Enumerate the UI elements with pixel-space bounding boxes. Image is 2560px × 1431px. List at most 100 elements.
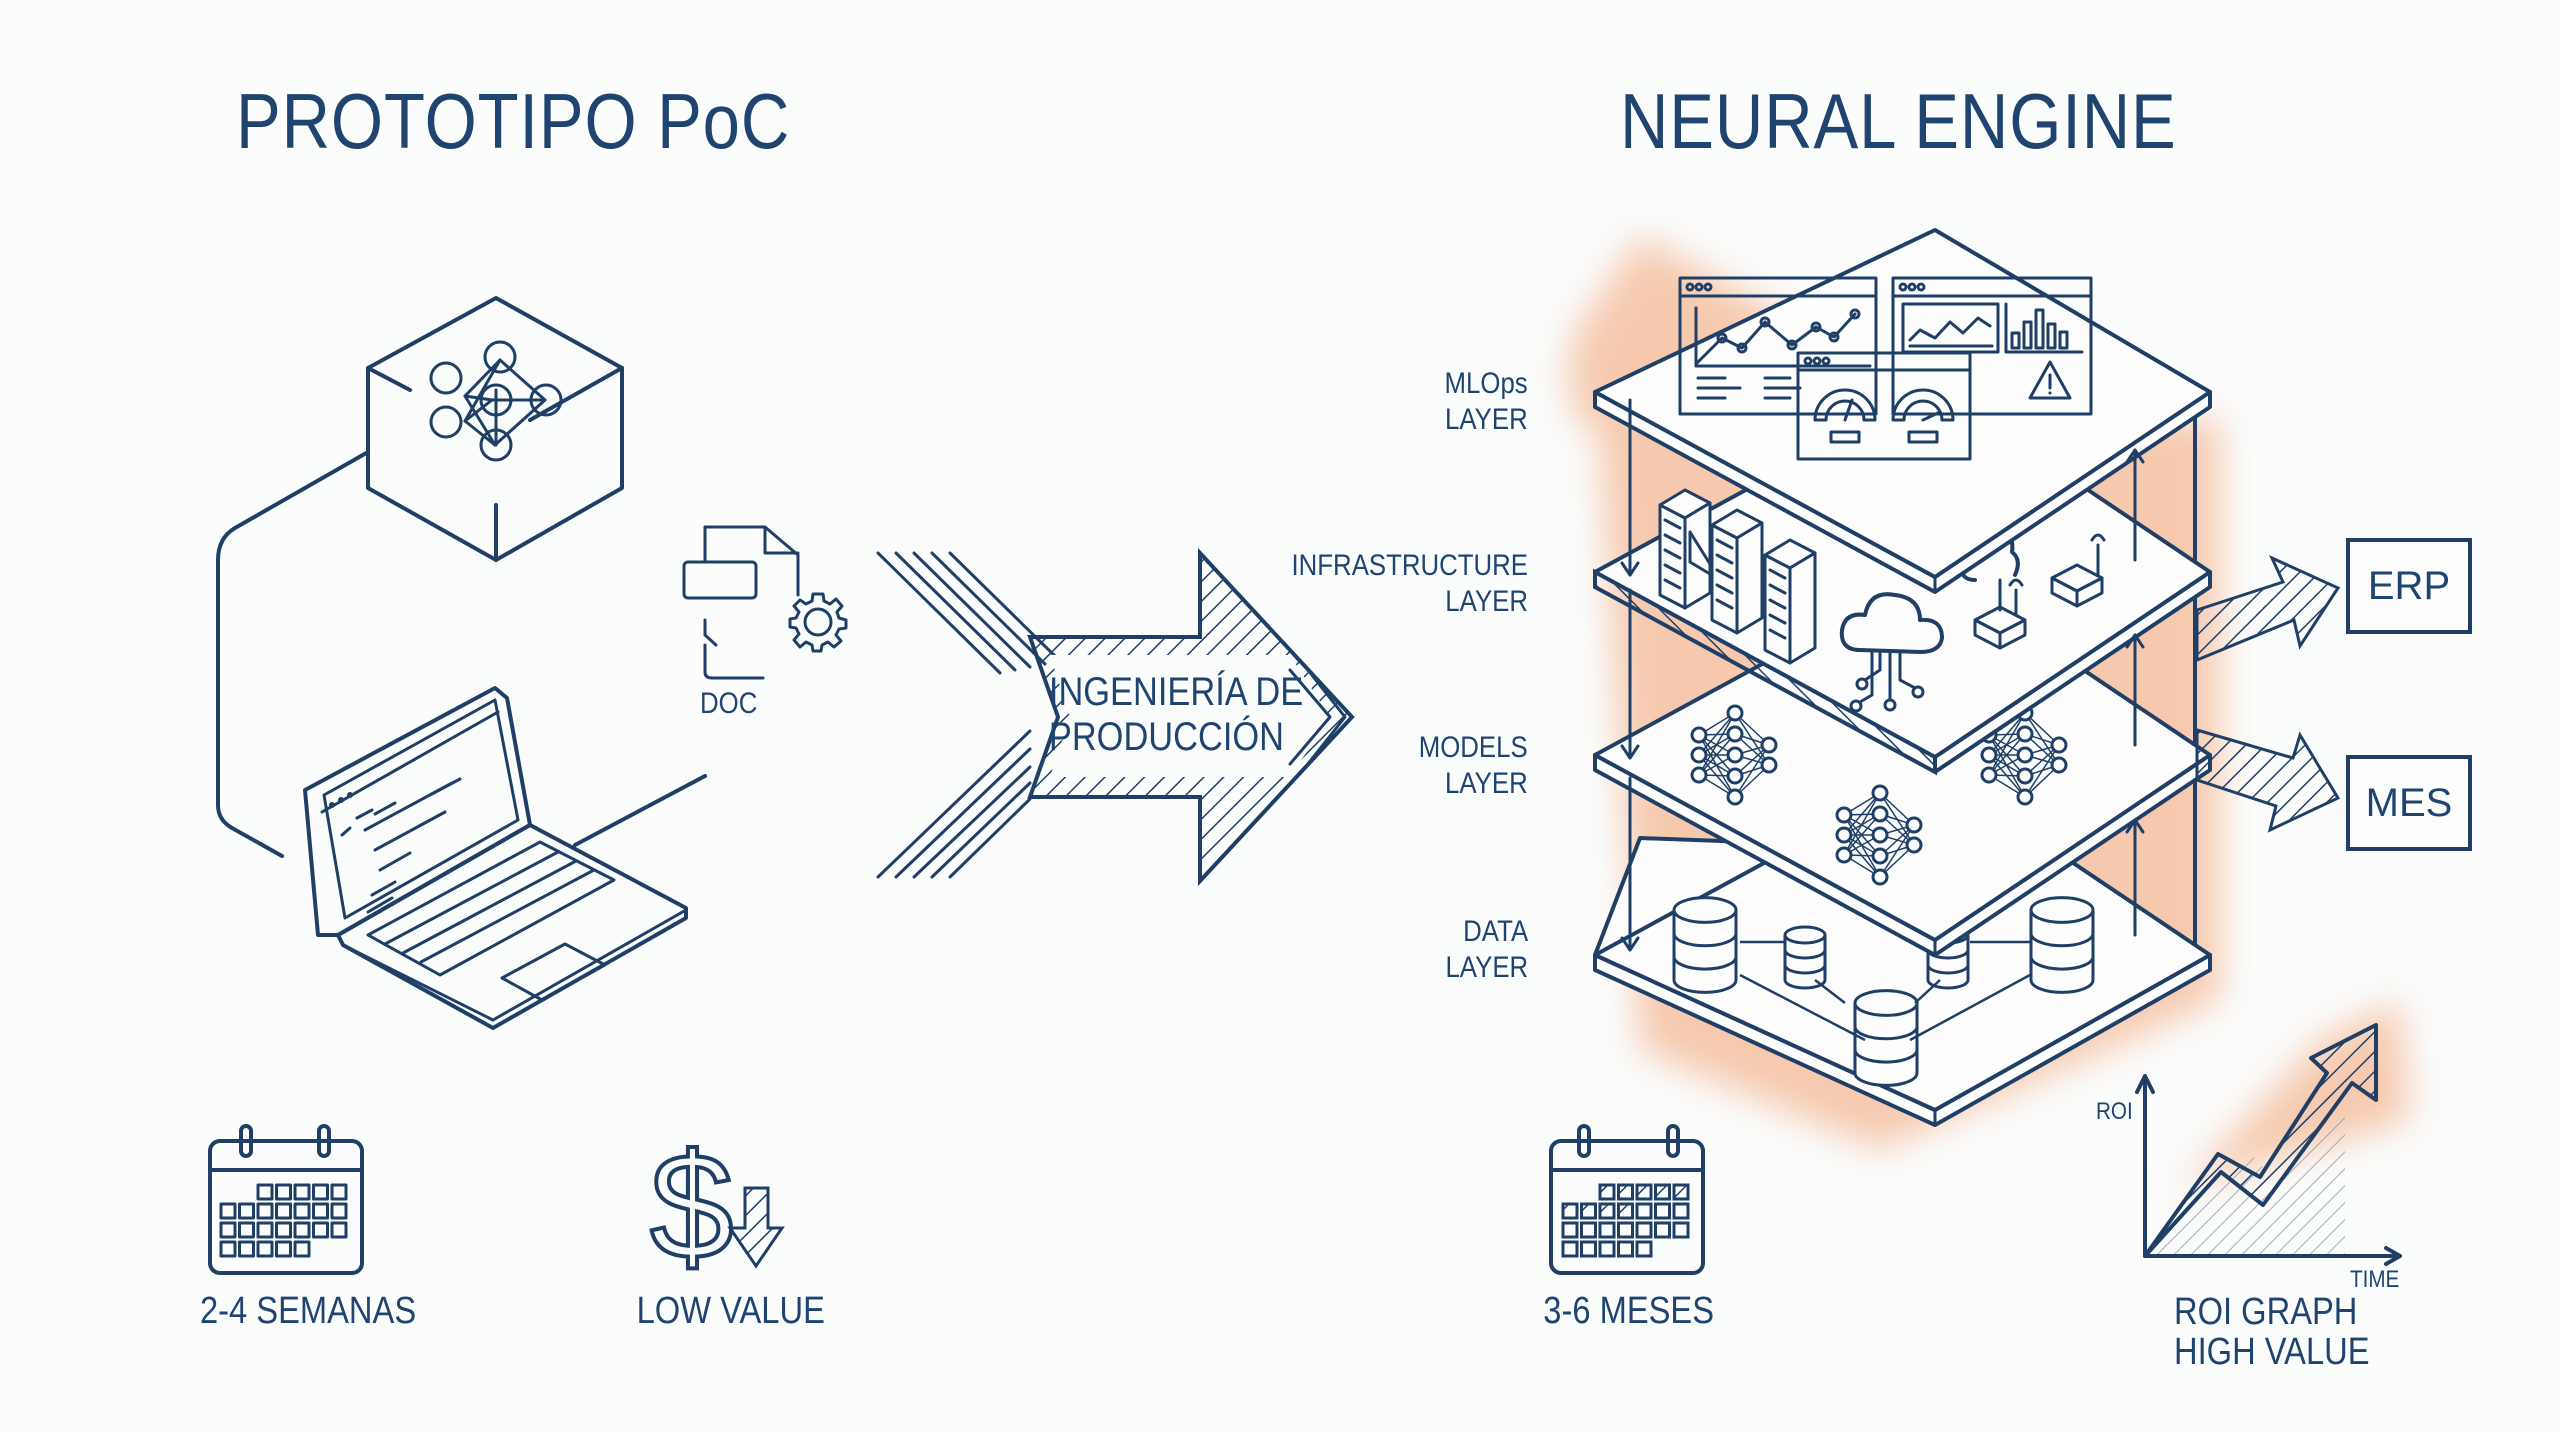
layer-label-line: DATA: [1463, 915, 1528, 948]
calendar-day: [1672, 1202, 1690, 1220]
calendar-day: [238, 1202, 255, 1220]
monitoring-dashboards: [1678, 276, 2093, 461]
neuron-node: [1726, 704, 1744, 722]
calendar-icon-short: [208, 1124, 364, 1275]
layer-label-line: LAYER: [1445, 403, 1528, 436]
calendar-day: [275, 1202, 292, 1220]
calendar-day: [1580, 1221, 1597, 1239]
calendar-day: [293, 1240, 311, 1258]
calendar-day: [330, 1202, 348, 1220]
poc-duration-label: 2-4 SEMANAS: [200, 1290, 417, 1332]
neuron-node: [1905, 816, 1923, 834]
roi-chart-icon: [2135, 1023, 2402, 1266]
calendar-day: [330, 1183, 348, 1201]
calendar-day: [256, 1202, 274, 1220]
neuron-node: [1905, 836, 1923, 854]
neuron-node: [2016, 746, 2034, 764]
neuron-node: [1871, 784, 1889, 802]
dollar-down-icon: $: [648, 1120, 785, 1292]
calendar-day: [219, 1202, 237, 1220]
roi-caption-line1: ROI GRAPH: [2174, 1291, 2358, 1333]
calendar-day: [219, 1221, 237, 1239]
flow-arrows: [1620, 398, 2145, 952]
roi-axis-label: ROI: [2096, 1098, 2133, 1125]
neural-network-models: [1690, 704, 2068, 886]
layer-label-line: INFRASTRUCTURE: [1291, 549, 1529, 582]
calendar-day: [293, 1221, 311, 1239]
poc-value-label: LOW VALUE: [636, 1290, 825, 1332]
neuron-node: [1871, 826, 1889, 844]
database-icon: [2029, 910, 2095, 994]
calendar-day: [1561, 1221, 1579, 1239]
neuron-node: [1726, 746, 1744, 764]
neuron-node: [1760, 736, 1778, 754]
database-icon: [1672, 910, 1738, 994]
calendar-day: [293, 1202, 311, 1220]
neuron-node: [1980, 746, 1998, 764]
layer-label-mlops: MLOps LAYER: [1445, 366, 1528, 438]
mes-arrow: [2195, 728, 2341, 833]
calendar-day: [1598, 1221, 1616, 1239]
neuron-node: [2016, 725, 2034, 743]
calendar-day: [1635, 1221, 1653, 1239]
doc-badge: DOC: [700, 687, 758, 720]
calendar-day: [1654, 1221, 1671, 1239]
production-arrow: [876, 547, 1355, 887]
connector-line: [216, 450, 370, 858]
roi-graph-caption: ROI GRAPH HIGH VALUE: [2174, 1291, 2370, 1372]
calendar-day: [1617, 1183, 1634, 1201]
neuron-node: [2016, 767, 2034, 785]
calendar-day: [1561, 1202, 1579, 1220]
erp-box[interactable]: ERP: [2346, 538, 2472, 634]
calendar-day: [1617, 1240, 1634, 1258]
connector-line: [573, 774, 707, 847]
calendar-day: [312, 1221, 329, 1239]
calendar-day: [1654, 1183, 1671, 1201]
neuron-node: [1835, 806, 1853, 824]
neuron-node: [1690, 766, 1708, 784]
calendar-day: [1580, 1202, 1597, 1220]
calendar-day: [293, 1183, 311, 1201]
calendar-day: [275, 1183, 292, 1201]
database-icon: [1853, 1003, 1919, 1087]
neuron-node: [1760, 756, 1778, 774]
infrastructure-icons: [1658, 488, 2106, 713]
neuron-node: [1726, 767, 1744, 785]
neuron-node: [2016, 788, 2034, 806]
time-axis-label: TIME: [2350, 1266, 2400, 1293]
layer-label-line: LAYER: [1445, 951, 1528, 984]
arrow-line-1: INGENIERÍA DE: [1048, 670, 1304, 714]
calendar-day: [238, 1240, 255, 1258]
poc-title: PROTOTIPO PoC: [236, 77, 791, 165]
calendar-day: [312, 1202, 329, 1220]
calendar-day: [1617, 1202, 1634, 1220]
neuron-node: [1726, 725, 1744, 743]
production-engineering-label: INGENIERÍA DE PRODUCCIÓN: [1048, 670, 1304, 760]
calendar-day: [312, 1183, 329, 1201]
calendar-day: [1654, 1202, 1671, 1220]
database-cluster: [1672, 896, 2095, 1087]
layer-label-line: LAYER: [1445, 767, 1528, 800]
mes-box[interactable]: MES: [2346, 755, 2472, 851]
calendar-day: [1672, 1221, 1690, 1239]
arrow-line-2: PRODUCCIÓN: [1048, 715, 1284, 759]
calendar-day: [330, 1221, 348, 1239]
calendar-day: [256, 1240, 274, 1258]
layer-label-infrastructure: INFRASTRUCTURE LAYER: [1292, 548, 1529, 620]
calendar-day: [1672, 1183, 1690, 1201]
calendar-day: [1635, 1183, 1653, 1201]
calendar-day: [275, 1240, 292, 1258]
layer-label-models: MODELS LAYER: [1419, 730, 1528, 802]
calendar-day: [238, 1221, 255, 1239]
laptop-icon: [303, 686, 688, 1030]
calendar-day: [1635, 1202, 1653, 1220]
calendar-day: [1617, 1221, 1634, 1239]
neural-cube-icon: [366, 296, 624, 562]
neuron-node: [1980, 766, 1998, 784]
layer-label-line: MODELS: [1419, 731, 1528, 764]
neuron-node: [2050, 736, 2068, 754]
calendar-icon-long: [1549, 1124, 1705, 1275]
doc-gear-icon: [682, 525, 848, 680]
neural-engine-title: NEURAL ENGINE: [1620, 77, 2177, 165]
calendar-day: [1598, 1240, 1616, 1258]
